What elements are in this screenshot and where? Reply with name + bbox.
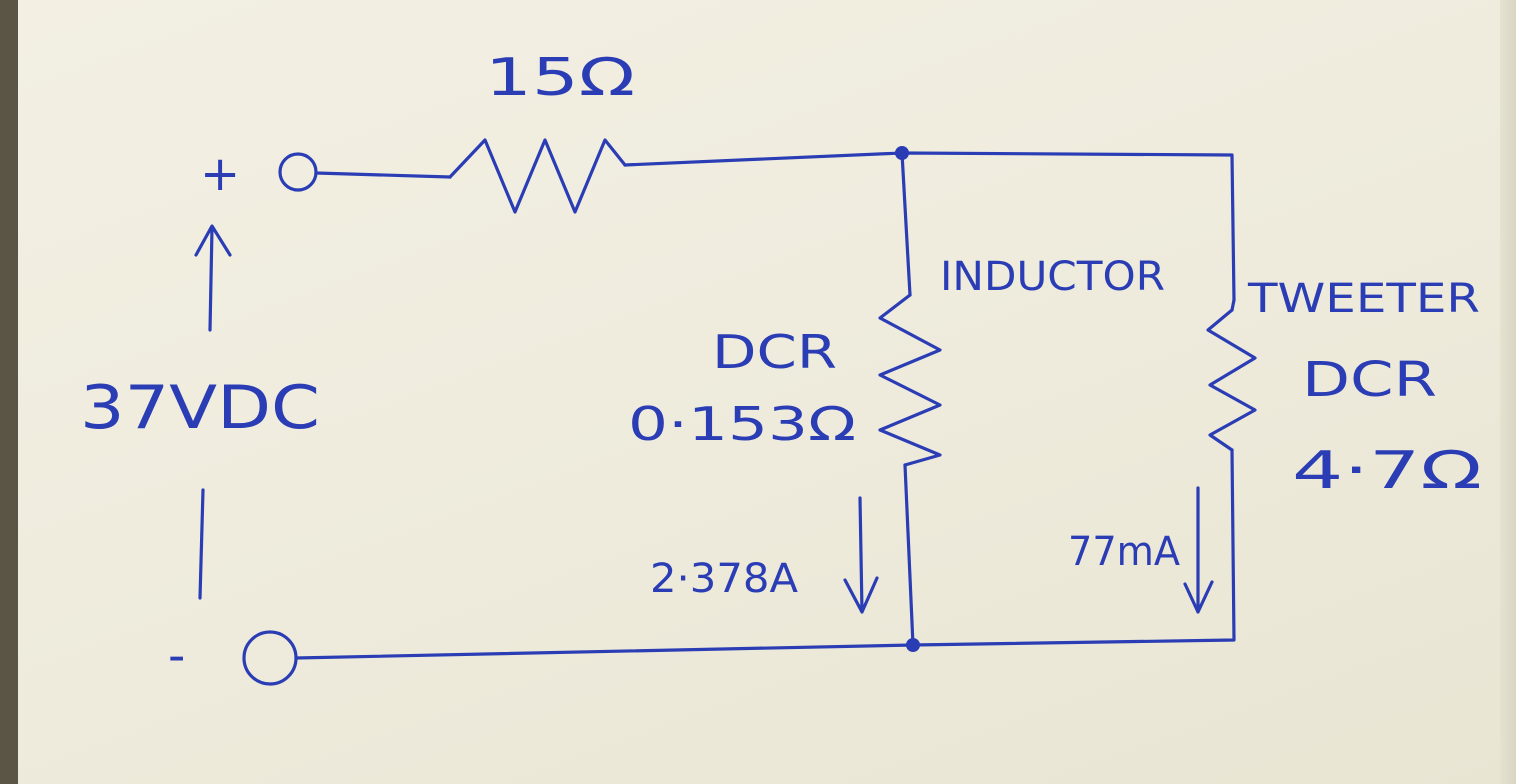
wire-bottom [294, 643, 915, 660]
inductor-current-arrow-icon [843, 496, 879, 614]
tweeter-current-label: 77mA [1068, 529, 1181, 575]
tweeter-current-arrow-icon [1183, 486, 1214, 614]
inductor-name-label: INDUCTOR [940, 254, 1165, 300]
negative-terminal [242, 630, 298, 686]
wire-tweeter-lower [911, 448, 1236, 647]
wire-inductor-lower [903, 463, 915, 647]
tweeter-dcr-symbol [1206, 308, 1257, 452]
paper-edge [1500, 0, 1516, 784]
wire-top-left [314, 171, 452, 179]
wire-inductor-upper [900, 151, 912, 297]
inductor-dcr-value-label: 0·153Ω [628, 397, 856, 451]
inductor-dcr-symbol [878, 293, 942, 467]
tweeter-dcr-value-label: 4·7Ω [1292, 441, 1482, 501]
inductor-dcr-label: DCR [712, 325, 837, 379]
minus-label: - [168, 628, 185, 684]
voltage-line [198, 488, 205, 600]
supply-voltage-label: 37VDC [80, 373, 320, 443]
voltage-arrow-icon [194, 224, 232, 332]
series-resistor-symbol [448, 138, 627, 214]
wire-tweeter-upper [1230, 298, 1236, 312]
plus-label: + [200, 146, 240, 202]
paper-background [18, 0, 1508, 784]
inductor-current-label: 2·378A [650, 556, 799, 602]
wire-top-right [623, 151, 1236, 302]
positive-terminal [278, 152, 318, 192]
series-resistor-value-label: 15Ω [485, 48, 635, 108]
tweeter-dcr-label: DCR [1302, 352, 1437, 408]
tweeter-name-label: TWEETER [1247, 276, 1480, 322]
